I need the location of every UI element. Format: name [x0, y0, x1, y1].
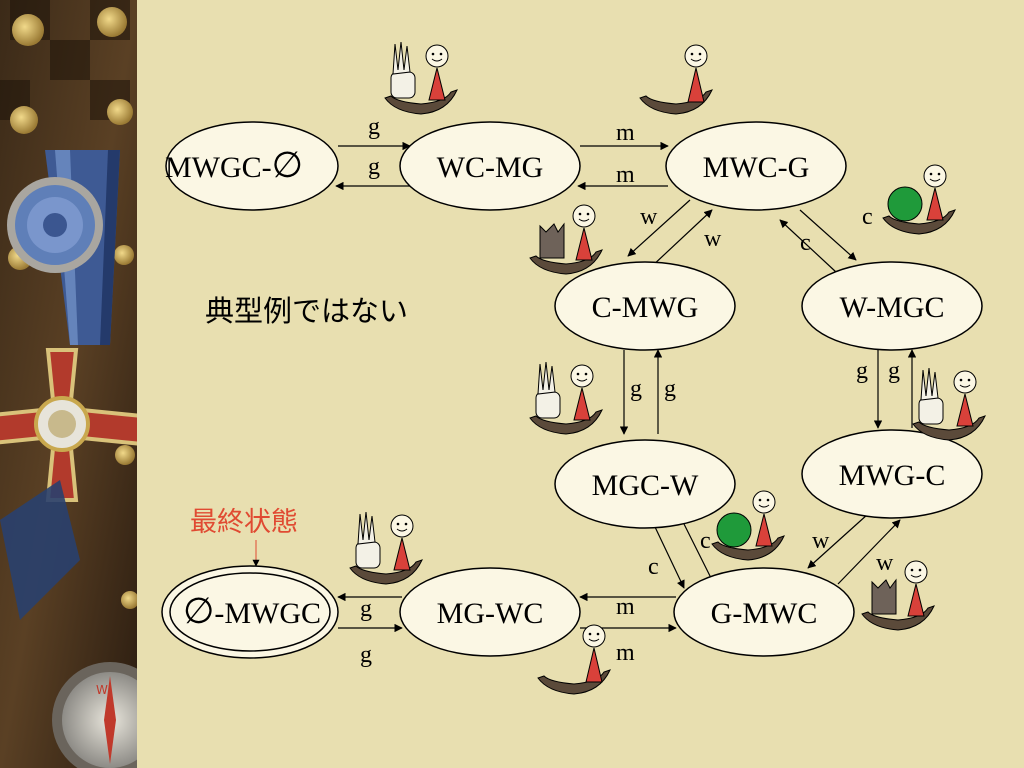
person-icon — [425, 44, 449, 101]
node-mwc-g — [665, 121, 847, 211]
edge-label: c — [700, 528, 711, 554]
person-icon — [752, 490, 776, 547]
edge-label: g — [360, 596, 372, 622]
edge-label: g — [888, 358, 900, 384]
boat-man-1 — [639, 44, 713, 115]
person-icon — [570, 364, 594, 421]
node-mwg-c — [801, 429, 983, 519]
edge-cmwg-to-mwcg — [649, 209, 713, 269]
edge-label: g — [368, 154, 380, 180]
boat-cabbage-1 — [882, 164, 956, 235]
node-label-text: MWGC- — [165, 151, 272, 184]
edge-label: c — [862, 204, 873, 230]
edge-label: g — [856, 358, 868, 384]
node-c-mwg — [554, 261, 736, 351]
person-icon — [684, 44, 708, 103]
empty-set-symbol: ∅ — [272, 145, 303, 185]
node-label-mg-wc: MG-WC — [437, 597, 544, 630]
boat-wolf-1 — [529, 204, 603, 275]
note-not-typical-example: 典型例ではない — [205, 294, 409, 328]
edge-label: g — [368, 114, 380, 140]
boat-goat-1 — [384, 41, 458, 115]
node-w-mgc — [801, 261, 983, 351]
node-label-mwg-c: MWG-C — [839, 459, 946, 492]
boat-cabbage-2 — [711, 490, 785, 561]
boat-goat-2 — [529, 361, 603, 435]
goat-icon — [535, 361, 561, 419]
cabbage-icon — [716, 512, 752, 548]
final-state-label: 最終状態 — [190, 507, 298, 538]
edge-label: g — [360, 642, 372, 668]
empty-set-symbol: ∅ — [183, 591, 214, 631]
node-empty-mwgc-inner — [169, 572, 331, 652]
boat-man-2 — [537, 624, 611, 695]
edge-label: g — [630, 376, 642, 402]
edge-label: m — [616, 640, 635, 666]
person-icon — [923, 164, 947, 221]
node-mg-wc — [399, 567, 581, 657]
boat-goat-4 — [349, 511, 423, 585]
wolf-icon — [871, 578, 897, 615]
edge-label: c — [648, 554, 659, 580]
node-mgc-w — [554, 439, 736, 529]
node-label-c-mwg: C-MWG — [592, 291, 699, 324]
svg-text:W: W — [96, 683, 108, 697]
edge-wmgc-to-mwcg — [779, 219, 837, 273]
node-label-g-mwc: G-MWC — [711, 597, 818, 630]
node-label-w-mgc: W-MGC — [840, 291, 945, 324]
decorative-medal-strip: W — [0, 0, 137, 768]
person-icon — [582, 624, 606, 683]
person-icon — [904, 560, 928, 617]
node-label-text: -MWGC — [214, 597, 321, 630]
edge-label: m — [616, 162, 635, 188]
edge-mwcg-to-wmgc — [799, 209, 857, 261]
edge-mwgc-c-to-gmwc — [807, 513, 869, 569]
edge-label: m — [616, 594, 635, 620]
edge-label: w — [640, 204, 658, 230]
node-wc-mg — [399, 121, 581, 211]
edge-mwcg-to-cmwg — [627, 199, 691, 257]
wolf-icon — [539, 222, 565, 259]
edge-label: g — [664, 376, 676, 402]
node-label-mwc-g: MWC-G — [703, 151, 810, 184]
person-icon — [390, 514, 414, 571]
goat-icon — [918, 367, 944, 425]
boat-wolf-2 — [861, 560, 935, 631]
edge-gmwc-to-mwgc-c — [837, 519, 901, 585]
node-label-mwgc-empty: MWGC-∅ — [165, 145, 303, 185]
boat-goat-3 — [912, 367, 986, 441]
node-label-empty-mwgc: ∅-MWGC — [183, 591, 321, 631]
node-label-mgc-w: MGC-W — [592, 469, 699, 502]
person-icon — [953, 370, 977, 427]
edge-label: w — [812, 528, 830, 554]
goat-icon — [355, 511, 381, 569]
goat-icon — [390, 41, 416, 99]
edge-label: w — [704, 226, 722, 252]
node-mwgc-empty — [165, 121, 339, 211]
edge-label: w — [876, 550, 894, 576]
person-icon — [572, 204, 596, 261]
cabbage-icon — [887, 186, 923, 222]
node-g-mwc — [673, 567, 855, 657]
edge-label: m — [616, 120, 635, 146]
node-label-wc-mg: WC-MG — [437, 151, 544, 184]
edge-label: c — [800, 230, 811, 256]
